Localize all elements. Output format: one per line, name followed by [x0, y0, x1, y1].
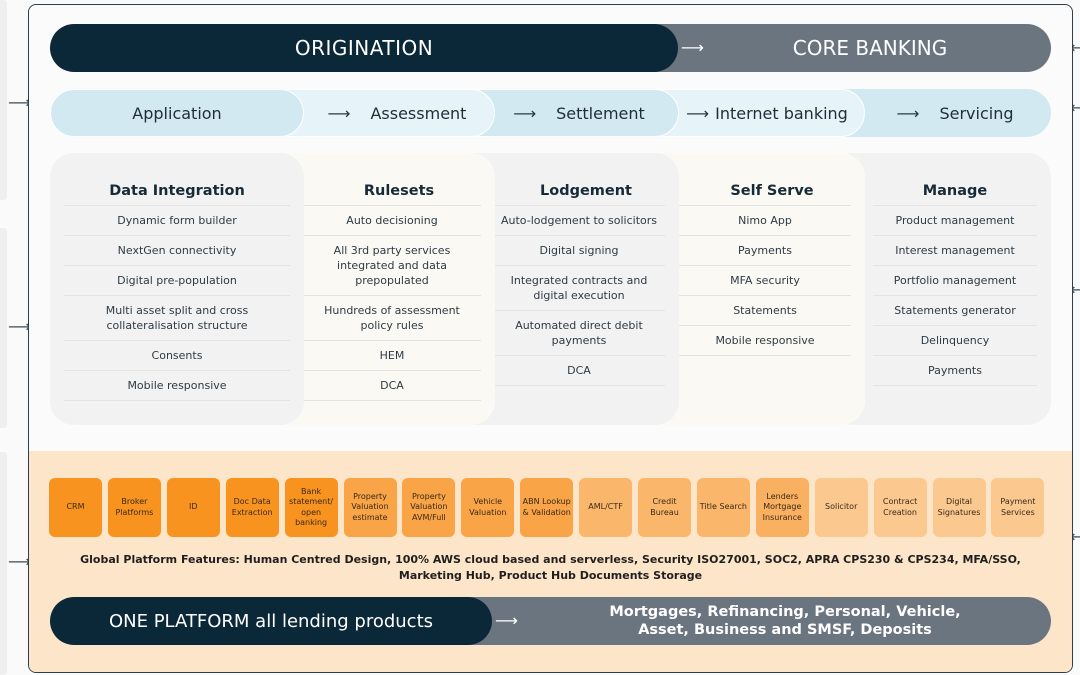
core-banking-title: CORE BANKING	[792, 36, 948, 60]
products-bar: Mortgages, Refinancing, Personal, Vehicl…	[449, 597, 1051, 645]
feature-item: Mobile responsive	[679, 325, 851, 356]
feature-item: Delinquency	[873, 325, 1037, 355]
integration-tile: Payment Services	[991, 478, 1045, 537]
arrow-right-icon: ⟶	[681, 38, 704, 57]
one-platform-title: ONE PLATFORM all lending products	[108, 610, 434, 632]
arrow-left-icon: ⟵	[1070, 100, 1080, 116]
products-line: Mortgages, Refinancing, Personal, Vehicl…	[609, 604, 961, 620]
feature-item: Mobile responsive	[64, 370, 290, 401]
feature-item: Consents	[64, 340, 290, 370]
left-panel-edge	[0, 0, 7, 200]
feature-item: MFA security	[679, 265, 851, 295]
arrow-right-icon: ⟶	[686, 103, 710, 123]
global-features: Global Platform Features: Human Centred …	[29, 552, 1072, 583]
integration-tile: Property Valuation AVM/Full	[402, 478, 456, 537]
feature-item: Auto decisioning	[303, 205, 481, 235]
feature-item: Interest management	[873, 235, 1037, 265]
integration-tile: Bank statement/ open banking	[284, 478, 338, 537]
integration-tile: Solicitor	[814, 478, 868, 537]
stage-application: Application	[50, 89, 304, 137]
card-title: Rulesets	[363, 183, 435, 199]
feature-item: NextGen connectivity	[64, 235, 290, 265]
integration-tile: AML/CTF	[579, 478, 633, 537]
features-line: Global Platform Features: Human Centred …	[80, 553, 1021, 566]
feature-item: DCA	[303, 370, 481, 401]
feature-item: Digital signing	[493, 235, 665, 265]
integration-tile: Vehicle Valuation	[461, 478, 515, 537]
stage-label: Settlement	[556, 103, 645, 123]
core-banking-bar: CORE BANKING	[629, 24, 1051, 72]
arrow-right-icon: ⟶	[8, 93, 31, 112]
feature-item: Auto-lodgement to solicitors	[493, 205, 665, 235]
origination-bar: ORIGINATION	[50, 24, 678, 72]
integration-tile: Property Valuation estimate	[343, 478, 397, 537]
integration-tile: ID	[166, 478, 220, 537]
card-title: Manage	[922, 183, 988, 199]
one-platform-bar: ONE PLATFORM all lending products	[50, 597, 492, 645]
feature-item: Digital pre-population	[64, 265, 290, 295]
feature-item: Payments	[873, 355, 1037, 386]
platform-diagram: CORE BANKING ⟶ ORIGINATION ⟶Servicing ⟶I…	[28, 4, 1073, 673]
feature-item: Payments	[679, 235, 851, 265]
arrow-left-icon: ⟵	[1070, 282, 1080, 298]
feature-item: Statements generator	[873, 295, 1037, 325]
feature-item: Multi asset split and cross collateralis…	[64, 295, 290, 340]
left-panel-edge	[0, 228, 7, 428]
feature-item: Product management	[873, 205, 1037, 235]
products-line: Asset, Business and SMSF, Deposits	[638, 622, 932, 638]
card-title: Lodgement	[540, 183, 632, 199]
integration-tile: Credit Bureau	[638, 478, 691, 537]
feature-item: DCA	[493, 355, 665, 386]
feature-item: Hundreds of assessment policy rules	[303, 295, 481, 340]
arrow-right-icon: ⟶	[8, 317, 31, 336]
integration-tile: Title Search	[696, 478, 750, 537]
stage-label: Assessment	[370, 103, 467, 123]
integration-tile: Contract Creation	[873, 478, 927, 537]
feature-item: Automated direct debit payments	[493, 310, 665, 355]
integration-tile: Doc Data Extraction	[225, 478, 279, 537]
origination-title: ORIGINATION	[294, 36, 434, 60]
integration-tile: CRM	[49, 478, 102, 537]
integration-tile: Digital Signatures	[932, 478, 986, 537]
card-title: Data Integration	[109, 183, 245, 199]
feature-item: Nimo App	[679, 205, 851, 235]
arrow-right-icon: ⟶	[896, 103, 920, 123]
integration-tile: Broker Platforms	[107, 478, 161, 537]
arrow-left-icon: ⟵	[1070, 40, 1080, 56]
arrow-right-icon: ⟶	[495, 611, 518, 630]
feature-item: Portfolio management	[873, 265, 1037, 295]
feature-item: HEM	[303, 340, 481, 370]
feature-item: Statements	[679, 295, 851, 325]
left-panel-edge	[0, 452, 7, 675]
stage-label: Servicing	[939, 103, 1014, 123]
feature-item: Integrated contracts and digital executi…	[493, 265, 665, 310]
card-title: Self Serve	[730, 183, 814, 199]
stage-label: Internet banking	[715, 103, 848, 123]
stage-label: Application	[132, 103, 222, 123]
arrow-left-icon: ⟵	[1070, 529, 1080, 545]
integration-tile: Lenders Mortgage Insurance	[755, 478, 809, 537]
arrow-right-icon: ⟶	[327, 103, 351, 123]
integration-tile: ABN Lookup & Validation	[520, 478, 574, 537]
arrow-right-icon: ⟶	[513, 103, 537, 123]
features-line: Marketing Hub, Product Hub Documents Sto…	[398, 568, 703, 582]
feature-item: Dynamic form builder	[64, 205, 290, 235]
feature-item: All 3rd party services integrated and da…	[303, 235, 481, 295]
arrow-right-icon: ⟶	[8, 552, 31, 571]
